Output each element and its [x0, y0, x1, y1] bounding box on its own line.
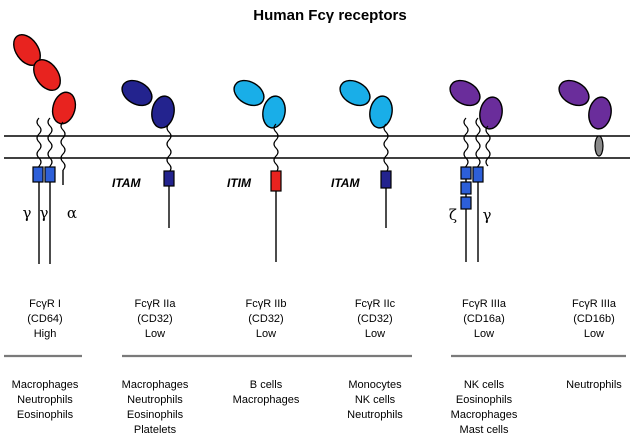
fcgr2c-cd: (CD32): [357, 313, 392, 325]
cells-col-6: Neutrophils: [566, 379, 622, 391]
cell-type: Macrophages: [451, 409, 518, 421]
receptor-fcgr3b: [558, 79, 612, 157]
cell-type: Neutrophils: [127, 394, 183, 406]
cells-col-1: Macrophages Neutrophils Eosinophils: [12, 379, 79, 421]
fcgr2c-itam-label: ITAM: [331, 176, 360, 190]
fcgr3a-gamma-chain: [472, 117, 484, 262]
receptor-fcgr1: γ γ α: [13, 34, 77, 264]
receptor-fcgr3a: ζ γ: [449, 79, 503, 262]
cells-col-3: B cells Macrophages: [233, 379, 300, 406]
fcgr1-alpha-label: α: [67, 204, 77, 222]
cell-type: NK cells: [464, 379, 505, 391]
fcgr3a-cd: (CD16a): [463, 313, 505, 325]
fcgr2c-name: FcγR IIc: [355, 298, 396, 310]
fcgr1-alpha-transmembrane: [60, 121, 66, 171]
cell-type: Neutrophils: [566, 379, 622, 391]
fcgr1-ig-domains: [13, 34, 77, 125]
fcgr2a-itam-box: [163, 170, 175, 187]
fcgr2b-ig-domains: [233, 79, 286, 129]
fcgr3a-name: FcγR IIIa: [462, 298, 507, 310]
fcgr3a-ig-domains: [449, 79, 503, 130]
fcgr1-gamma-label-left: γ: [23, 204, 32, 222]
label-col-1: FcγR I (CD64) High: [27, 298, 62, 340]
label-col-5: FcγR IIIa (CD16a) Low: [462, 298, 507, 340]
cell-type: Monocytes: [348, 379, 402, 391]
fcgr3b-name: FcγR IIIa: [572, 298, 617, 310]
fcgr2a-cd: (CD32): [137, 313, 172, 325]
fcgr3a-gamma-label: γ: [483, 206, 492, 224]
cell-type: Eosinophils: [456, 394, 513, 406]
fcgr3b-gpi-anchor: [594, 135, 604, 157]
fcgr2c-transmembrane: [383, 123, 389, 173]
fcgr1-gamma-chain-left: [32, 117, 44, 264]
fcgr3a-zeta-label: ζ: [449, 206, 457, 224]
fcgr2b-cd: (CD32): [248, 313, 283, 325]
fcgr1-gamma-label-right: γ: [40, 204, 49, 222]
fcgr2a-itam-label: ITAM: [112, 176, 141, 190]
cell-type: Macrophages: [233, 394, 300, 406]
fcgr3b-affinity: Low: [584, 328, 604, 340]
cell-type: Macrophages: [122, 379, 189, 391]
fcgr2c-ig-domains: [339, 79, 393, 129]
fcgr2a-ig-domains: [121, 79, 175, 129]
cells-col-2: Macrophages Neutrophils Eosinophils Plat…: [122, 379, 189, 436]
fcgr2a-name: FcγR IIa: [135, 298, 177, 310]
fcgr1-name: FcγR I: [29, 298, 61, 310]
cell-type: Platelets: [134, 424, 177, 436]
fcgr2c-affinity: Low: [365, 328, 385, 340]
cell-type: Eosinophils: [127, 409, 184, 421]
fcgr2b-name: FcγR IIb: [246, 298, 287, 310]
fcgr2a-affinity: Low: [145, 328, 165, 340]
fcgr3b-cd: (CD16b): [573, 313, 615, 325]
fcgr3a-zeta-chain: [460, 117, 472, 262]
fcgr2a-transmembrane: [166, 123, 172, 173]
cell-type: B cells: [250, 379, 283, 391]
fcgr2b-itim-label: ITIM: [227, 176, 252, 190]
cells-col-5: NK cells Eosinophils Macrophages Mast ce…: [451, 379, 518, 436]
fcgr1-affinity: High: [34, 328, 57, 340]
cells-col-4: Monocytes NK cells Neutrophils: [347, 379, 403, 421]
fcgr2b-itim-box: [270, 170, 282, 192]
fcgr2c-itam-box: [380, 170, 392, 189]
diagram-title: Human Fcγ receptors: [253, 7, 406, 24]
fcgr1-cd: (CD64): [27, 313, 62, 325]
fcgr3b-ig-domains: [558, 79, 612, 130]
receptor-labels: FcγR I (CD64) High FcγR IIa (CD32) Low F…: [27, 298, 617, 340]
cell-type: Neutrophils: [347, 409, 403, 421]
fcgr2b-transmembrane: [273, 123, 279, 173]
fcgr1-gamma-chain-right: [44, 117, 56, 264]
label-col-2: FcγR IIa (CD32) Low: [135, 298, 177, 340]
cell-type: NK cells: [355, 394, 396, 406]
label-col-4: FcγR IIc (CD32) Low: [355, 298, 396, 340]
label-col-6: FcγR IIIa (CD16b) Low: [572, 298, 617, 340]
cell-type: Neutrophils: [17, 394, 73, 406]
receptor-fcgr2a: ITAM: [112, 79, 175, 228]
receptor-fcgr2c: ITAM: [331, 79, 393, 228]
cell-type-lists: Macrophages Neutrophils Eosinophils Macr…: [12, 379, 623, 436]
label-col-3: FcγR IIb (CD32) Low: [246, 298, 287, 340]
fcgr2b-affinity: Low: [256, 328, 276, 340]
cell-type: Mast cells: [460, 424, 509, 436]
fcgr3a-alpha-transmembrane: [485, 125, 491, 167]
fcgr3a-affinity: Low: [474, 328, 494, 340]
cell-type: Macrophages: [12, 379, 79, 391]
cell-type: Eosinophils: [17, 409, 74, 421]
receptor-fcgr2b: ITIM: [227, 79, 286, 262]
cell-membrane: [4, 135, 630, 159]
